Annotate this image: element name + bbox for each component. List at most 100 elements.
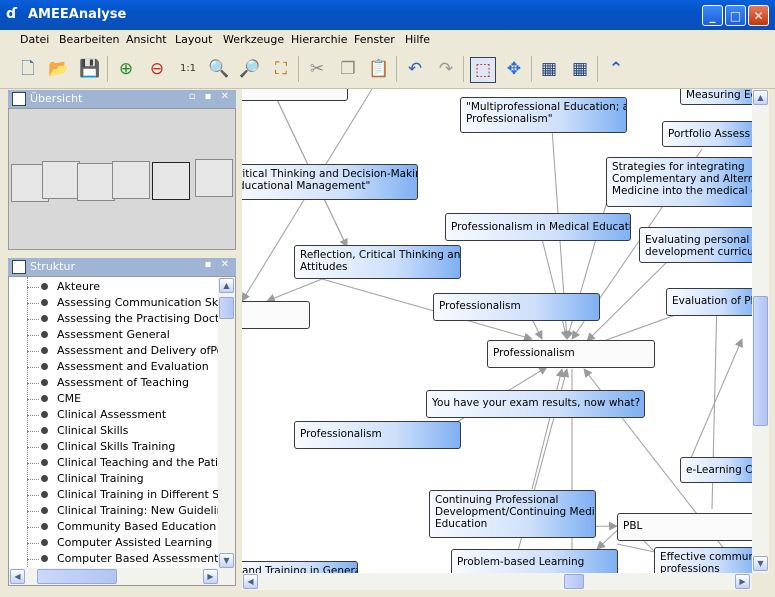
copy-icon[interactable]: ❐ [340,59,356,79]
minimap-viewport[interactable] [152,162,190,200]
scroll-thumb[interactable] [37,569,117,584]
tree-item-label: Assessing the Practising Doctor [57,312,231,325]
undo-icon[interactable]: ↶ [407,59,423,79]
minimize-button[interactable]: _ [702,5,723,26]
scroll-right-icon[interactable]: ▶ [735,574,750,589]
graph-node[interactable]: You have your exam results, now what? [426,390,645,418]
graph-node[interactable]: Professionalism [294,421,461,449]
menu-werkzeuge[interactable]: Werkzeuge [223,33,285,46]
structure-header: Struktur ▪ ✕ [8,258,236,276]
structure-horizontal-scrollbar[interactable]: ◀ ▶ [9,568,235,585]
collapse-up-icon[interactable]: ⌃ [608,59,624,79]
save-icon[interactable]: 💾 [79,59,101,79]
tree-item-label: Clinical Training: New Guidelines fo [57,504,236,517]
menu-layout[interactable]: Layout [175,33,213,46]
graph-node[interactable]: Evaluating personal andevelopment curric… [639,227,752,263]
tree-item-label: Computer Assisted Learning [57,536,213,549]
window-title: AMEEAnalyse [28,7,127,22]
zoom-out-icon[interactable]: ⊖ [149,59,165,79]
graph-node[interactable]: e-Learning Ca [680,457,752,483]
zoom-icon[interactable]: 🔍 [208,59,230,79]
tree-node-icon [41,555,48,562]
tree-node-icon [41,491,48,498]
tree-item-label: Assessment and Delivery ofPostgr [57,344,236,357]
tree-item-label: Clinical Training in Different Settin [57,488,236,501]
tree-node-icon [41,459,48,466]
overview-icon [12,92,26,106]
overview-title: Übersicht [30,92,83,105]
graph-node[interactable]: and Training in Genera [242,561,358,573]
zoom-in-icon[interactable]: ⊕ [118,59,134,79]
graph-node[interactable]: Effective communicprofessions [654,547,752,573]
graph-node[interactable] [242,301,310,329]
scroll-thumb[interactable] [219,297,234,319]
open-folder-icon[interactable]: 📂 [48,59,70,79]
close-button[interactable]: ✕ [748,5,769,26]
graph-node[interactable]: Problem-based Learning [451,549,618,573]
new-file-icon[interactable]: 🗋 [21,59,35,79]
zoom-actual-icon[interactable]: 1:1 [179,63,197,74]
minimap-cluster [77,163,115,201]
scroll-up-icon[interactable]: ▲ [219,278,234,293]
overview-panel-buttons[interactable]: ▫ ▪ ✕ [188,91,232,102]
redo-icon[interactable]: ↷ [438,59,454,79]
snap-grid-icon[interactable]: ▦ [571,59,589,79]
scroll-left-icon[interactable]: ◀ [10,569,25,584]
scroll-up-icon[interactable]: ▲ [753,90,768,105]
tree-node-icon [41,331,48,338]
paste-icon[interactable]: 📋 [368,59,390,79]
select-tool-icon[interactable]: ⬚ [470,57,496,83]
tree-node-icon [41,443,48,450]
menu-datei[interactable]: Datei [20,33,50,46]
menu-bearbeiten[interactable]: Bearbeiten [59,33,120,46]
maximize-button[interactable]: □ [725,5,746,26]
graph-node[interactable]: Portfolio Assess [662,121,752,147]
zoom-selection-icon[interactable]: 🔎 [239,59,261,79]
menu-bar: Datei Bearbeiten Ansicht Layout Werkzeug… [0,30,775,50]
menu-fenster[interactable]: Fenster [354,33,395,46]
tree-node-icon [41,299,48,306]
canvas-horizontal-scrollbar[interactable]: ◀ ▶ [242,573,752,590]
overview-header: Übersicht ▫ ▪ ✕ [8,90,236,108]
graph-node[interactable] [242,89,348,101]
scroll-down-icon[interactable]: ▼ [219,553,234,568]
graph-node[interactable]: Professionalism in Medical Education [445,213,631,241]
graph-node[interactable]: Evaluation of PBL [666,288,752,316]
scroll-down-icon[interactable]: ▼ [753,556,768,571]
structure-vertical-scrollbar[interactable]: ▲ ▼ [218,277,235,570]
menu-hierarchie[interactable]: Hierarchie [291,33,348,46]
overview-minimap[interactable] [8,108,236,250]
canvas-vertical-scrollbar[interactable]: ▲ ▼ [752,89,769,573]
graph-node[interactable]: ritical Thinking and Decision-Making;duc… [242,164,418,200]
graph-node[interactable]: Professionalism [433,293,600,321]
tree-node-icon [41,283,48,290]
scroll-left-icon[interactable]: ◀ [243,574,258,589]
menu-hilfe[interactable]: Hilfe [405,33,431,46]
tree-item-label: Community Based Education [57,520,217,533]
tree-item-label: Computer Based Assessment [57,552,219,565]
tree-item-label: Akteure [57,280,100,293]
tree-node-icon [41,363,48,370]
menu-ansicht[interactable]: Ansicht [126,33,167,46]
minimap-cluster [112,161,150,199]
graph-node[interactable]: Measuring Ed [680,89,752,105]
pan-tool-icon[interactable]: ✥ [506,59,522,79]
scroll-right-icon[interactable]: ▶ [203,569,218,584]
structure-panel-buttons[interactable]: ▪ ✕ [204,259,232,270]
tree-item-label: Assessment General [57,328,170,341]
scroll-thumb[interactable] [753,296,768,426]
tree-node-icon [41,347,48,354]
tree-item-label: Clinical Skills Training [57,440,176,453]
graph-node-selected[interactable]: Professionalism [487,340,655,368]
graph-node[interactable]: PBL [617,513,752,541]
tree-item-label: Clinical Assessment [57,408,167,421]
grid-icon[interactable]: ▦ [540,59,558,79]
cut-icon[interactable]: ✂ [309,59,325,79]
scroll-thumb[interactable] [564,574,584,589]
fit-to-window-icon[interactable]: ⛶ [275,59,287,79]
